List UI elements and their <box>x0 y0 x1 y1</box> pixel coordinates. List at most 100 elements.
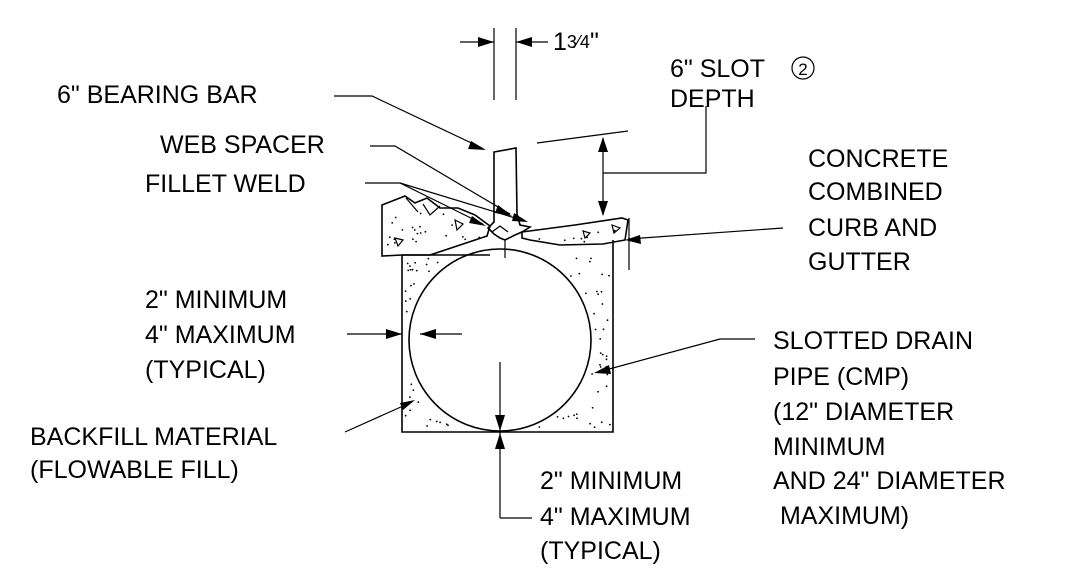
stipple-dot <box>602 328 605 331</box>
stipple-dot <box>556 416 559 418</box>
stipple-dot <box>417 401 420 403</box>
stipple-dot <box>429 418 432 421</box>
stipple-dot <box>563 239 566 242</box>
stipple-dot <box>599 352 602 354</box>
bottom-cover-label-line1: 2" MINIMUM <box>540 467 682 495</box>
stipple-dot <box>386 243 389 246</box>
stipple-dot <box>606 373 609 376</box>
stipple-dot <box>599 363 601 366</box>
stipple-dot <box>416 232 419 235</box>
concrete-label-line3: CURB AND <box>808 214 937 242</box>
stipple-dot <box>567 415 570 418</box>
slot-depth-label-line1: 6" SLOT <box>670 55 765 83</box>
stipple-dot <box>404 300 407 302</box>
stipple-dot <box>597 390 599 393</box>
stipple-dot <box>445 234 447 237</box>
stipple-dot <box>580 237 583 240</box>
backfill-label-line2: (FLOWABLE FILL) <box>30 456 239 484</box>
stipple-dot <box>606 319 609 322</box>
bottom-cover-label-line2: 4" MAXIMUM <box>540 503 691 531</box>
stipple-dot <box>572 237 575 240</box>
stipple-dot <box>613 229 616 232</box>
bearing-bar-label: 6" BEARING BAR <box>57 81 258 109</box>
stipple-dot <box>428 270 430 273</box>
stipple-dot <box>410 284 412 287</box>
stipple-dot <box>410 383 413 386</box>
stipple-dot <box>583 240 586 243</box>
pipe-label-line6: MAXIMUM) <box>773 502 909 530</box>
stipple-dot <box>426 425 428 427</box>
side-cover-label-line2: 4" MAXIMUM <box>145 321 296 349</box>
stipple-dot <box>605 385 608 388</box>
curb-right-stipple <box>538 229 616 243</box>
side-cover-label-line3: (TYPICAL) <box>145 356 266 384</box>
pipe-label-line2: PIPE (CMP) <box>773 363 909 391</box>
stipple-dot <box>585 292 587 295</box>
stipple-dot <box>447 424 449 427</box>
stipple-dot <box>427 257 430 260</box>
stipple-dot <box>391 222 394 224</box>
note-marker-number: 2 <box>798 60 807 79</box>
pipe-label-line4: MINIMUM <box>773 433 885 461</box>
stipple-dot <box>413 283 415 285</box>
stipple-dot <box>538 238 541 240</box>
leader-bearing-bar <box>334 95 486 150</box>
slot-depth-label-line2: DEPTH <box>670 85 755 113</box>
bar-thickness-label: 13⁄4" <box>553 28 599 56</box>
concrete-curb-right <box>521 217 629 246</box>
stipple-dot <box>589 260 591 263</box>
stipple-dot <box>609 423 611 426</box>
stipple-dot <box>573 414 575 417</box>
stipple-dot <box>601 273 603 276</box>
stipple-dot <box>409 268 412 271</box>
curb-left-stipple <box>386 212 481 246</box>
stipple-dot <box>445 423 448 426</box>
stipple-dot <box>419 212 422 215</box>
stipple-dot <box>409 297 412 300</box>
stipple-dot <box>439 421 441 424</box>
stipple-dot <box>412 389 415 391</box>
stipple-dot <box>578 272 581 275</box>
stipple-dot <box>409 265 411 267</box>
stipple-dot <box>407 269 410 272</box>
stipple-dot <box>591 406 594 409</box>
stipple-dot <box>442 213 445 216</box>
stipple-dot <box>412 238 414 241</box>
stipple-dot <box>593 312 595 315</box>
stipple-dot <box>605 358 608 361</box>
stipple-dot <box>404 290 407 292</box>
stipple-dot <box>601 303 604 305</box>
stipple-dot <box>415 269 418 272</box>
stipple-dot <box>596 290 598 293</box>
bar-thickness-dimension <box>460 28 548 100</box>
bottom-cover-label-line3: (TYPICAL) <box>540 537 661 565</box>
stipple-dot <box>590 257 592 260</box>
concrete-label-line1: CONCRETE <box>808 145 948 173</box>
stipple-dot <box>586 236 588 239</box>
stipple-dot <box>451 224 453 227</box>
leader-fillet-weld <box>365 182 528 226</box>
concrete-label-line2: COMBINED <box>808 178 943 206</box>
stipple-dot <box>597 293 599 295</box>
pipe-label-line5: AND 24" DIAMETER <box>773 467 1006 495</box>
stipple-dot <box>575 413 578 415</box>
stipple-dot <box>576 417 578 420</box>
side-cover-dimension <box>347 329 462 339</box>
stipple-dot <box>409 409 411 412</box>
stipple-dot <box>413 229 416 231</box>
stipple-dot <box>401 229 404 231</box>
stipple-dot <box>388 236 391 239</box>
pipe-label-line3: (12" DIAMETER <box>773 398 954 426</box>
stipple-dot <box>409 396 411 398</box>
stipple-dot <box>608 274 610 277</box>
stipple-dot <box>605 355 608 357</box>
concrete-curb-left <box>381 195 491 257</box>
backfill-stipple <box>404 257 611 429</box>
stipple-dot <box>591 373 593 375</box>
web-spacer-label: WEB SPACER <box>160 131 325 159</box>
note-marker-circle <box>791 56 815 80</box>
stipple-dot <box>462 236 464 238</box>
stipple-dot <box>435 420 438 423</box>
